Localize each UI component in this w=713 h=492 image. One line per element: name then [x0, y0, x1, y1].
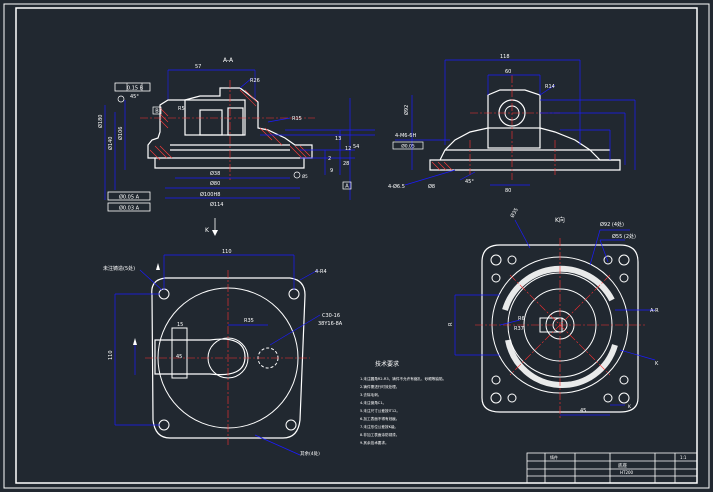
tech-note-7: 7.未注形位公差按K级。 [360, 424, 398, 429]
tech-note-2: 2.铸件需进行时效处理。 [360, 384, 399, 389]
side-view: 118 60 R14 4-M6-6H Ø0.05 4-Ø6.5 Ø8 45° 8… [388, 54, 636, 194]
tech-notes: 技术要求 1.未注圆角R2-R3，铸件不允许有缩孔、砂眼等缺陷。 2.铸件需进行… [360, 360, 446, 445]
k-view-outline [481, 244, 639, 413]
dim-45deg: 45° [130, 94, 139, 100]
dim-60: 60 [505, 69, 511, 75]
dim-top-110: 110 [222, 249, 232, 255]
tech-note-1: 1.未注圆角R2-R3，铸件不允许有缩孔、砂眼等缺陷。 [360, 376, 446, 381]
dim-top-4r4: 4-R4 [315, 269, 327, 275]
dim-top-110-v: 110 [108, 350, 114, 360]
dim-r14: R14 [545, 84, 555, 90]
tech-note-6: 6.加工表面不得有划痕。 [360, 416, 399, 421]
bottom-label: 其余(4处) [300, 450, 320, 457]
k-view-k-label: K [655, 361, 659, 367]
dim-13: 13 [335, 136, 341, 142]
dim-r26: R26 [250, 78, 260, 84]
tech-note-4: 4.未注倒角C1。 [360, 400, 386, 405]
dim-2: 2 [328, 156, 331, 162]
dim-12: 12 [345, 146, 351, 152]
title-cell-3: HT200 [620, 470, 634, 475]
dim-o5: Ø5 [302, 174, 308, 179]
dim-o80: Ø80 [210, 180, 220, 187]
dim-top-c30: C30-16 [322, 313, 340, 319]
tolerance-frame-top [114, 82, 151, 92]
frame-bottom-1: Ø0.05 A [119, 194, 140, 201]
section-view-a-a: A-A 0.15 B 57 [97, 57, 375, 212]
dim-r15: R15 [292, 116, 302, 122]
dim-o005: Ø0.05 [401, 143, 415, 150]
dim-k-r37: R37 [514, 326, 524, 332]
dim-o8: Ø8 [428, 183, 435, 190]
tech-notes-title: 技术要求 [375, 360, 399, 368]
dim-o140: Ø140 [107, 137, 114, 150]
dim-k-r: R [448, 322, 454, 326]
datum-a-label: A [345, 184, 349, 190]
title-block [526, 452, 698, 484]
dim-k-45: 45 [580, 408, 586, 414]
dim-k-o55: Ø55 (2处) [612, 233, 636, 240]
datum-b-label: B [155, 109, 159, 115]
dim-9: 9 [330, 168, 333, 174]
title-cell-4: 1:1 [680, 455, 687, 460]
top-view-slot [154, 338, 246, 376]
dim-o38: Ø38 [210, 170, 220, 177]
dim-k-o92: Ø92 (4处) [600, 221, 624, 228]
dim-o114: Ø114 [210, 201, 223, 208]
dim-o92: Ø92 [403, 105, 410, 115]
k-arrow: K [205, 218, 218, 236]
dim-top-r35: R35 [244, 318, 254, 324]
drawing-border-inner [15, 7, 698, 484]
dim-k-r6: R6 [518, 316, 525, 322]
title-cell-2: 底座 [618, 462, 627, 469]
tolerance-frame-top-text: 0.15 B [127, 86, 144, 92]
dim-54: 54 [353, 144, 359, 150]
k-view-title: K向 [555, 216, 565, 224]
dim-4-m6: 4-M6-6H [395, 133, 416, 139]
drawing-border-outer [3, 3, 710, 489]
section-body-outline [147, 87, 313, 169]
dim-45deg-side: 45° [465, 179, 474, 185]
section-title: A-A [223, 57, 234, 64]
top-view: 110 4-R4 110 R35 C30-16 38Y16-8A 15 45 未… [103, 249, 343, 457]
dim-28: 28 [343, 161, 349, 167]
dim-top-38y16: 38Y16-8A [318, 321, 343, 327]
dim-top-45: 45 [176, 354, 182, 360]
arrow-k-label: K [205, 227, 210, 234]
dim-top-15: 15 [177, 322, 183, 328]
tech-note-3: 3.去除毛刺。 [360, 392, 381, 397]
title-cell-1: 铸件 [550, 454, 558, 460]
k-view-a-r-label: A-R [650, 308, 659, 314]
dim-4-o65: 4-Ø6.5 [388, 183, 405, 190]
dim-o106: Ø106 [117, 127, 124, 140]
k-view-bottom-dim: K [628, 404, 632, 410]
tech-note-9: 9.其余技术要求。 [360, 440, 389, 445]
dim-o180: Ø180 [97, 115, 104, 128]
top-cast-label: 未注铸造(5处) [103, 265, 135, 272]
dim-r5: R5 [178, 106, 185, 112]
tech-note-5: 5.未注尺寸公差按IT12。 [360, 408, 400, 413]
tech-note-8: 8.非加工表面涂防锈漆。 [360, 432, 399, 437]
top-view-outline [151, 277, 306, 439]
frame-bottom-2: Ø0.03 A [119, 205, 140, 212]
dim-118: 118 [500, 54, 510, 60]
dim-k-o35: Ø35 [509, 207, 520, 219]
k-view: K向 [448, 207, 659, 420]
dim-80: 80 [505, 188, 511, 194]
dim-o100h8: Ø100H8 [200, 191, 220, 198]
dim-57: 57 [195, 64, 201, 70]
